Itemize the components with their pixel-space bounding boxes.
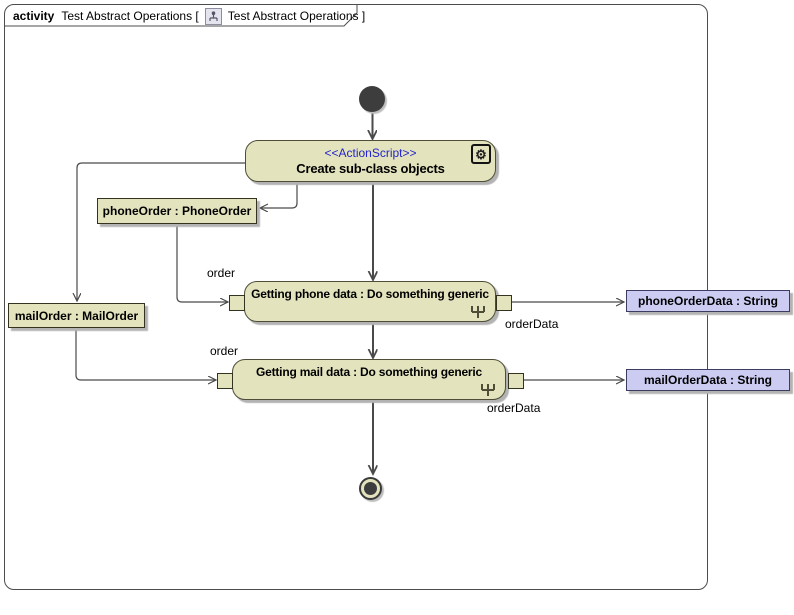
- flow-create-to-mailorder: [77, 162, 245, 301]
- action-name: Getting phone data : Do something generi…: [251, 287, 489, 301]
- flow-phoneorder-to-order-pin: [176, 224, 228, 302]
- object-node-phoneorder[interactable]: phoneOrder : PhoneOrder: [97, 198, 257, 224]
- rake-icon: [471, 306, 485, 318]
- output-pin-orderdata-phone[interactable]: [496, 295, 512, 311]
- flow-create-to-phoneorder: [260, 182, 298, 208]
- action-name: Create sub-class objects: [296, 161, 445, 176]
- stereotype-label: <<ActionScript>>: [324, 146, 417, 160]
- parameter-node-phoneorderdata[interactable]: phoneOrderData : String: [626, 290, 790, 312]
- object-node-mailorder[interactable]: mailOrder : MailOrder: [8, 303, 145, 328]
- frame-keyword: activity: [13, 9, 55, 23]
- object-node-label: mailOrder : MailOrder: [14, 308, 139, 323]
- action-getting-phone-data[interactable]: Getting phone data : Do something generi…: [244, 281, 496, 322]
- activity-final-node[interactable]: [359, 477, 382, 500]
- final-node-dot: [364, 482, 377, 495]
- frame-title: activity Test Abstract Operations [ Test…: [13, 7, 366, 25]
- output-pin-orderdata-mail[interactable]: [508, 373, 524, 389]
- pin-label-order-phone: order: [207, 266, 236, 280]
- action-create-subclass-objects[interactable]: <<ActionScript>> Create sub-class object…: [245, 140, 496, 182]
- activity-diagram-icon: [204, 7, 222, 25]
- frame-tab-outline: [4, 4, 358, 27]
- initial-node[interactable]: [359, 86, 385, 112]
- pin-label-order-mail: order: [210, 344, 239, 358]
- input-pin-order-phone[interactable]: [229, 295, 245, 311]
- frame-diagram-name: Test Abstract Operations ]: [227, 9, 366, 23]
- parameter-node-label: mailOrderData : String: [643, 373, 773, 387]
- rake-icon: [481, 384, 495, 396]
- gear-icon: ⚙: [471, 144, 491, 164]
- action-name: Getting mail data : Do something generic: [255, 365, 483, 379]
- input-pin-order-mail[interactable]: [217, 373, 233, 389]
- flow-mailorder-to-order-pin: [75, 328, 216, 380]
- parameter-node-label: phoneOrderData : String: [637, 294, 778, 308]
- pin-label-orderdata-mail: orderData: [487, 401, 541, 415]
- frame-activity-name: Test Abstract Operations [: [61, 9, 199, 23]
- action-getting-mail-data[interactable]: Getting mail data : Do something generic: [232, 359, 506, 400]
- parameter-node-mailorderdata[interactable]: mailOrderData : String: [626, 369, 790, 391]
- pin-label-orderdata-phone: orderData: [505, 317, 559, 331]
- object-node-label: phoneOrder : PhoneOrder: [102, 204, 252, 218]
